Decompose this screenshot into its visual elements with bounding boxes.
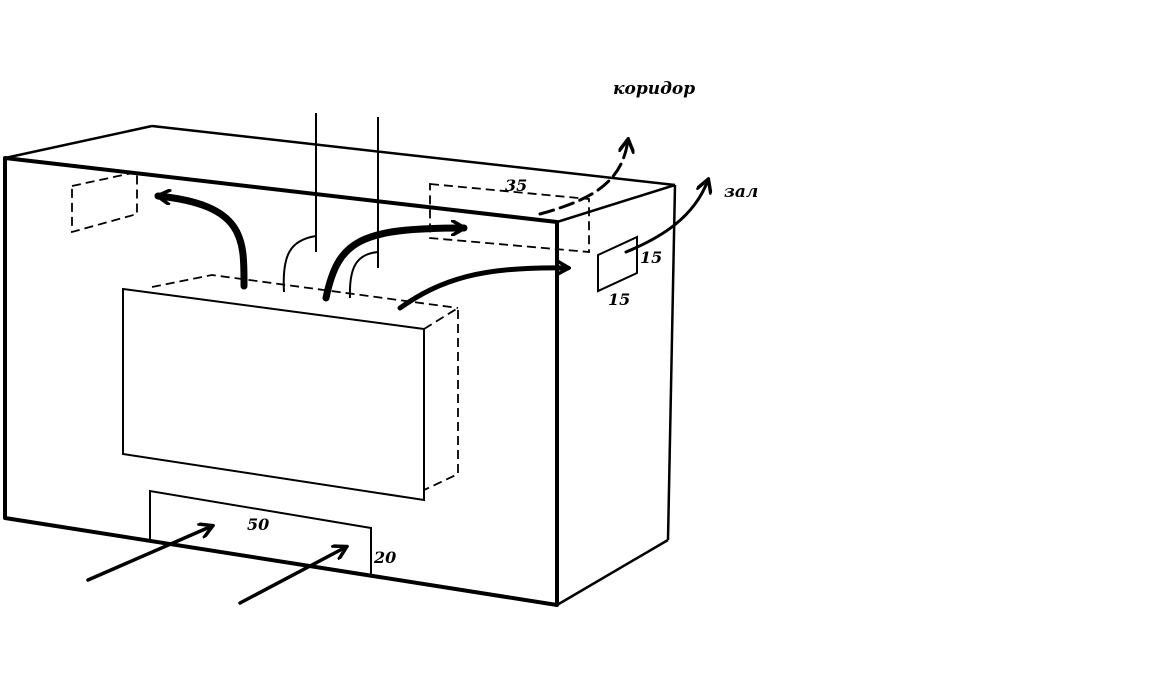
airflow-left-arrow — [158, 196, 248, 290]
flue-curve-right — [348, 251, 379, 299]
corridor-outflow-arrow — [538, 140, 628, 216]
intake-arrow-right — [238, 547, 346, 605]
label-top-vent-width: 35 — [505, 176, 527, 195]
inner-airflow-arrows — [158, 196, 568, 311]
casing-top-back-edge — [4, 124, 153, 160]
intake-arrow-left — [86, 526, 212, 582]
firebox-hidden-top — [151, 274, 459, 309]
chimney-pipes — [282, 113, 379, 299]
firebox-front — [122, 287, 425, 502]
top-left-vent — [71, 170, 138, 234]
firebox-hidden-side — [423, 306, 459, 491]
label-side-vent-width: 15 — [640, 248, 662, 267]
intake-arrows — [86, 526, 346, 605]
outflow-arrows — [538, 140, 708, 254]
label-side-vent-height: 15 — [608, 290, 630, 309]
label-hall: зал — [724, 182, 758, 202]
label-bottom-opening-height: 20 — [373, 548, 396, 567]
airflow-center-arrow — [322, 228, 468, 302]
casing-box — [3, 124, 677, 607]
airflow-right-arrow — [397, 268, 568, 311]
casing-side-top-edge — [556, 183, 676, 224]
casing-side-bottom-edge — [556, 538, 669, 607]
casing-side-back-edge — [666, 184, 677, 541]
side-vent-hall — [597, 235, 638, 293]
casing-front-face — [3, 156, 559, 607]
label-bottom-opening-width: 50 — [247, 515, 269, 534]
bottom-air-opening — [149, 489, 372, 575]
hall-outflow-arrow — [624, 180, 708, 254]
vents — [71, 170, 590, 253]
top-right-vent — [429, 183, 590, 253]
casing-top-right-edge — [151, 124, 676, 187]
firebox — [122, 274, 459, 502]
flue-curve-left — [282, 235, 317, 293]
label-corridor: коридор — [613, 79, 695, 99]
